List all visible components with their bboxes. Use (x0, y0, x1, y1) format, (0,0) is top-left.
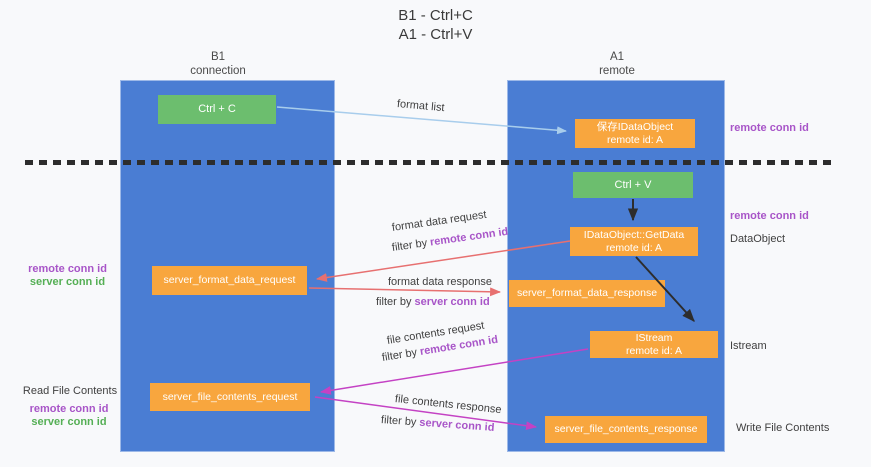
save-idataobject-line1: 保存IDataObject (596, 120, 674, 133)
istream-label: Istream (730, 340, 767, 352)
left-conn-id-group-bottom: remote conn id server conn id (10, 403, 128, 429)
right-remote-conn-id-top: remote conn id (730, 122, 809, 134)
left-remote-conn-id-top: remote conn id (28, 263, 107, 275)
save-idataobject-line2: remote id: A (606, 133, 664, 146)
ctrl-v-node: Ctrl + V (573, 172, 693, 198)
istream-line1: IStream (635, 331, 673, 344)
remote-conn-id-text: remote conn id (429, 225, 510, 249)
idataobject-getdata-node: IDataObject::GetData remote id: A (570, 227, 698, 256)
filter-by-text: filter by (381, 346, 418, 364)
left-server-conn-id-top: server conn id (29, 276, 106, 288)
server-file-contents-request-node: server_file_contents_request (150, 383, 310, 411)
write-file-contents-label: Write File Contents (736, 422, 830, 434)
server-format-data-request-node: server_format_data_request (152, 266, 307, 295)
dataobject-label: DataObject (730, 233, 786, 245)
title-line-1: B1 - Ctrl+C (398, 7, 473, 24)
title-line-2: A1 - Ctrl+V (398, 26, 473, 43)
filter-by-text: filter by (380, 414, 417, 429)
ctrl-v-label: Ctrl + V (614, 178, 652, 191)
lane-a1-subtitle: remote (599, 65, 635, 77)
istream-node: IStream remote id: A (590, 331, 718, 358)
lane-a1-name: A1 (609, 51, 625, 63)
dashed-separator-line (25, 160, 833, 165)
filter-by-text: filter by (391, 237, 428, 254)
right-remote-conn-id-mid: remote conn id (730, 210, 809, 222)
read-file-contents-label: Read File Contents (22, 385, 118, 397)
lane-header-b1: B1 connection (158, 50, 278, 78)
getdata-line1: IDataObject::GetData (583, 228, 685, 241)
istream-line2: remote id: A (625, 344, 683, 357)
lane-b1-name: B1 (210, 51, 226, 63)
save-idataobject-node: 保存IDataObject remote id: A (575, 119, 695, 148)
file-response-label: server_file_contents_response (554, 423, 698, 435)
left-conn-id-group-top: remote conn id server conn id (10, 263, 125, 289)
filter-by-text: filter by (376, 296, 412, 308)
server-conn-id-text: server conn id (414, 296, 490, 308)
server-conn-id-text: server conn id (418, 416, 495, 434)
format-data-response-label: format data response (388, 276, 492, 288)
server-format-data-response-node: server_format_data_response (509, 280, 665, 307)
left-server-conn-id-bottom: server conn id (31, 416, 107, 428)
ctrl-c-node: Ctrl + C (158, 95, 276, 124)
getdata-line2: remote id: A (605, 241, 663, 254)
file-request-label: server_file_contents_request (162, 390, 298, 403)
server-file-contents-response-node: server_file_contents_response (545, 416, 707, 443)
file-contents-response-label: file contents response (394, 393, 503, 417)
format-list-label: format list (396, 98, 446, 115)
format-data-response-arrow (308, 287, 502, 297)
format-request-label: server_format_data_request (163, 274, 296, 286)
left-remote-conn-id-bottom: remote conn id (29, 403, 109, 415)
lane-b1-subtitle: connection (190, 65, 246, 77)
format-response-label: server_format_data_response (516, 287, 658, 299)
diagram-title: B1 - Ctrl+C A1 - Ctrl+V (0, 6, 871, 44)
lane-header-a1: A1 remote (557, 50, 677, 78)
ctrl-c-label: Ctrl + C (198, 103, 236, 115)
